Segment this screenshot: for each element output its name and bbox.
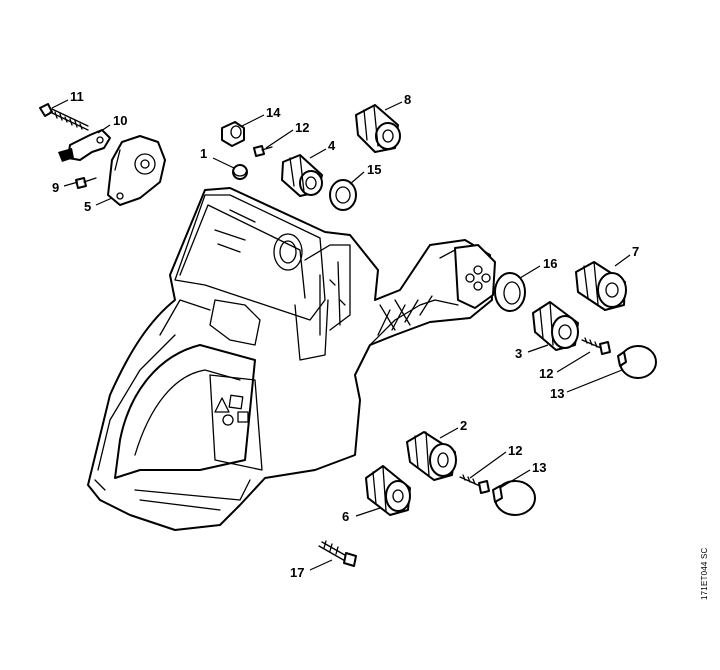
screw-17 — [318, 540, 357, 567]
callout-9: 9 — [52, 180, 59, 195]
washer-16 — [494, 272, 526, 312]
annular-buffer-7 — [575, 261, 627, 311]
callout-1: 1 — [200, 146, 207, 161]
bracket-5 — [107, 135, 166, 206]
screw-12-top — [253, 145, 273, 157]
callout-8: 8 — [404, 92, 411, 107]
callout-15: 15 — [367, 162, 381, 177]
callout-4: 4 — [328, 138, 336, 153]
rear-handle-housing — [87, 187, 496, 531]
figure-reference-code: 171ET044 SC — [700, 547, 709, 600]
rocker-arm-10 — [58, 129, 111, 162]
leader-lines — [51, 99, 631, 571]
annular-buffer-4 — [281, 154, 323, 197]
callout-13-right: 13 — [550, 386, 564, 401]
screw-12-lower — [459, 474, 490, 494]
callout-16: 16 — [543, 256, 557, 271]
callout-11: 11 — [70, 89, 84, 104]
callout-labels: 11 10 9 5 14 12 1 4 8 15 16 7 3 12 13 2 … — [52, 89, 639, 580]
callout-2: 2 — [460, 418, 467, 433]
annular-buffer-6 — [365, 465, 411, 516]
screw-9 — [75, 177, 97, 189]
callout-6: 6 — [342, 509, 349, 524]
screw-11 — [39, 103, 89, 131]
annular-buffer-2 — [406, 431, 457, 481]
screw-12-right — [581, 337, 611, 355]
annular-buffer-3 — [532, 301, 579, 351]
plug-cover-13-right — [617, 345, 657, 379]
callout-12-top: 12 — [295, 120, 309, 135]
callout-5: 5 — [84, 199, 91, 214]
plug-14 — [221, 121, 245, 147]
callout-10: 10 — [113, 113, 127, 128]
callout-13-lower: 13 — [532, 460, 546, 475]
callout-3: 3 — [515, 346, 522, 361]
callout-12-lower: 12 — [508, 443, 522, 458]
plug-cover-13-lower — [492, 480, 536, 516]
warning-labels — [214, 394, 249, 426]
ball-plug-1 — [232, 164, 248, 180]
annular-buffer-8 — [355, 104, 401, 153]
callout-7: 7 — [632, 244, 639, 259]
washer-15 — [329, 179, 357, 211]
callout-12-right: 12 — [539, 366, 553, 381]
callout-17: 17 — [290, 565, 304, 580]
callout-14: 14 — [266, 105, 281, 120]
